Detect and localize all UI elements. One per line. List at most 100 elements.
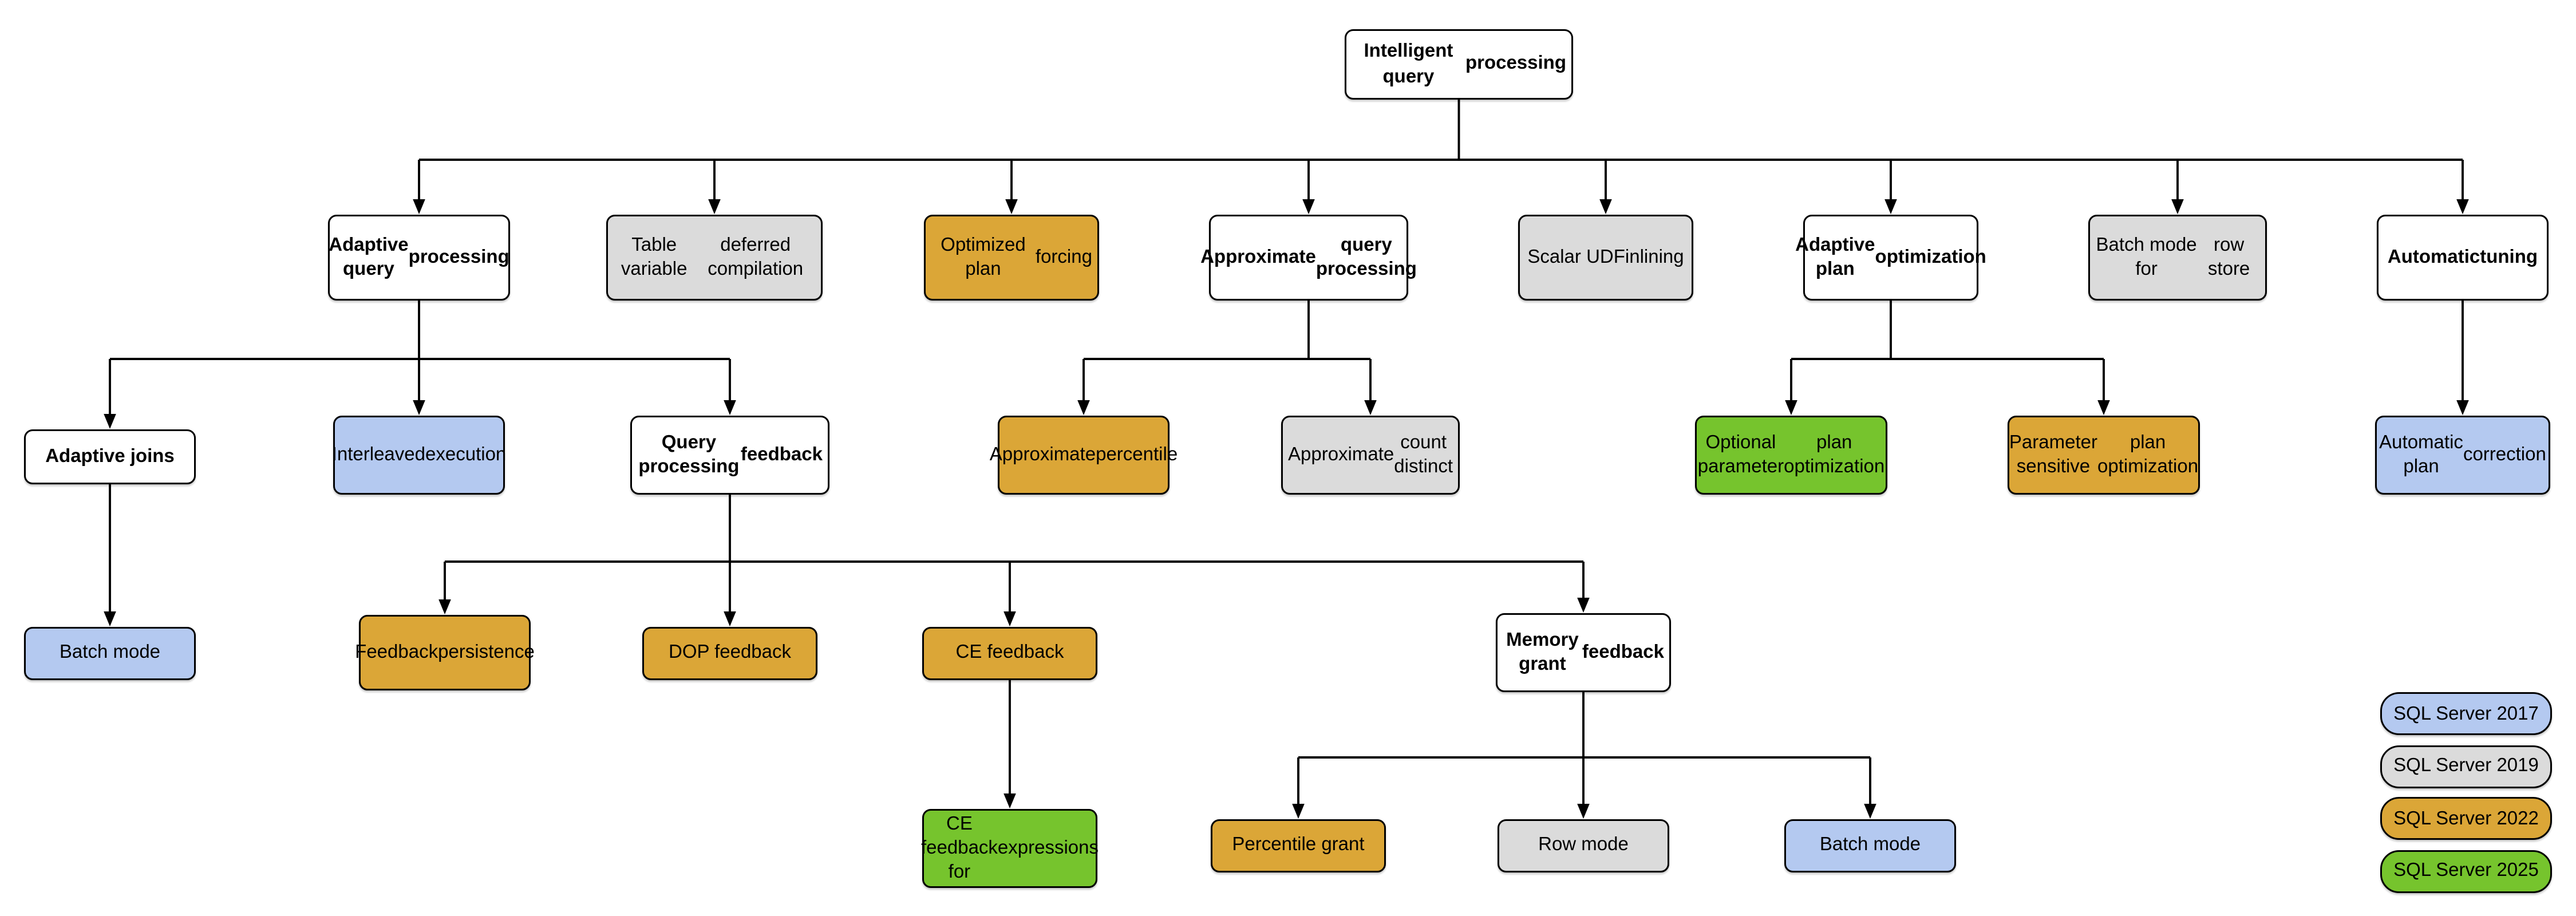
arrowhead-icon	[1003, 611, 1016, 627]
arrowhead-icon	[1364, 400, 1377, 416]
node-label: expressions	[997, 838, 1099, 859]
node-batch-mode-adaptive-joins: Batch mode	[24, 627, 196, 680]
node-label: persistence	[438, 642, 535, 663]
node-row-mode: Row mode	[1498, 819, 1669, 872]
node-label: Intelligent query	[1364, 41, 1453, 87]
node-label: Adaptive plan	[1795, 235, 1875, 280]
arrowhead-icon	[1577, 597, 1590, 613]
node-label: row store	[2207, 235, 2250, 280]
legend-label: SQL Server 2019	[2393, 756, 2539, 776]
node-label: Approximate	[1288, 444, 1394, 465]
node-label: Batch mode	[1819, 835, 1921, 856]
node-label: inlining	[1625, 247, 1684, 268]
arrowhead-icon	[1292, 803, 1305, 819]
arrowhead-icon	[1884, 199, 1897, 215]
node-label: Parameter sensitive	[2009, 432, 2097, 477]
arrowhead-icon	[708, 199, 721, 215]
node-adaptive-joins: Adaptive joins	[24, 429, 196, 484]
node-label: optimization	[1875, 247, 1986, 268]
node-percentile-grant: Percentile grant	[1211, 819, 1386, 872]
node-label: percentile	[1096, 444, 1178, 465]
node-label: feedback	[1582, 642, 1664, 663]
node-label: Approximate	[989, 444, 1096, 465]
node-label: feedback	[740, 444, 823, 465]
node-label: Optional parameter	[1697, 432, 1784, 477]
arrowhead-icon	[1302, 199, 1315, 215]
legend-label: SQL Server 2022	[2393, 808, 2539, 829]
legend-sql-server-2022: SQL Server 2022	[2380, 797, 2552, 840]
node-label: Table variable	[621, 235, 688, 280]
node-label: tuning	[2480, 247, 2538, 268]
node-optimized-plan-forcing: Optimized plan forcing	[924, 215, 1099, 301]
arrowhead-icon	[1003, 793, 1016, 809]
node-label: count distinct	[1394, 432, 1453, 477]
legend-sql-server-2017: SQL Server 2017	[2380, 692, 2552, 735]
node-label: CE feedback	[955, 643, 1064, 664]
arrowhead-icon	[1577, 803, 1590, 819]
node-label: Automatic	[2387, 247, 2480, 268]
arrowhead-icon	[413, 400, 425, 416]
legend-label: SQL Server 2025	[2393, 860, 2539, 881]
node-intelligent-query-processing: Intelligent query processing	[1345, 29, 1573, 100]
node-batch-mode-memory-grant: Batch mode	[1784, 819, 1956, 872]
node-label: CE feedback for	[920, 813, 998, 883]
node-label: Automatic plan	[2379, 432, 2463, 477]
node-label: Percentile grant	[1232, 835, 1365, 856]
arrowhead-icon	[2171, 199, 2184, 215]
node-label: Query processing	[638, 432, 740, 477]
legend-sql-server-2019: SQL Server 2019	[2380, 744, 2552, 788]
arrowhead-icon	[104, 611, 116, 627]
arrowhead-icon	[2456, 199, 2469, 215]
node-label: Adaptive joins	[45, 446, 175, 467]
node-label: query processing	[1315, 235, 1417, 280]
node-label: forcing	[1035, 247, 1092, 268]
node-label: processing	[1465, 54, 1566, 75]
node-label: Batch mode for	[2096, 235, 2197, 280]
arrowhead-icon	[438, 599, 451, 615]
arrowhead-icon	[1785, 400, 1797, 416]
node-label: Feedback	[355, 642, 438, 663]
arrowhead-icon	[724, 400, 736, 416]
node-label: Batch mode	[59, 643, 161, 664]
legend-sql-server-2025: SQL Server 2025	[2380, 849, 2552, 893]
node-dop-feedback: DOP feedback	[642, 627, 817, 680]
node-ce-feedback: CE feedback	[922, 627, 1097, 680]
node-label: Scalar UDF	[1527, 247, 1625, 268]
node-table-variable-deferred-compilation: Table variable deferred compilation	[606, 215, 823, 301]
arrowhead-icon	[1599, 199, 1612, 215]
node-label: Approximate	[1200, 247, 1316, 268]
node-label: processing	[408, 247, 509, 268]
node-label: DOP feedback	[668, 643, 792, 664]
node-label: Memory grant	[1506, 630, 1579, 675]
node-label: plan optimization	[1784, 432, 1885, 477]
arrowhead-icon	[1077, 400, 1090, 416]
arrowhead-icon	[413, 199, 425, 215]
node-label: Optimized plan	[941, 235, 1026, 280]
arrowhead-icon	[2456, 400, 2469, 416]
node-label: Row mode	[1538, 835, 1629, 856]
arrowhead-icon	[1005, 199, 1018, 215]
node-label: deferred compilation	[708, 235, 804, 280]
arrowhead-icon	[1864, 803, 1876, 819]
arrowhead-icon	[2097, 400, 2110, 416]
node-label: correction	[2463, 444, 2546, 465]
legend-label: SQL Server 2017	[2393, 703, 2539, 724]
